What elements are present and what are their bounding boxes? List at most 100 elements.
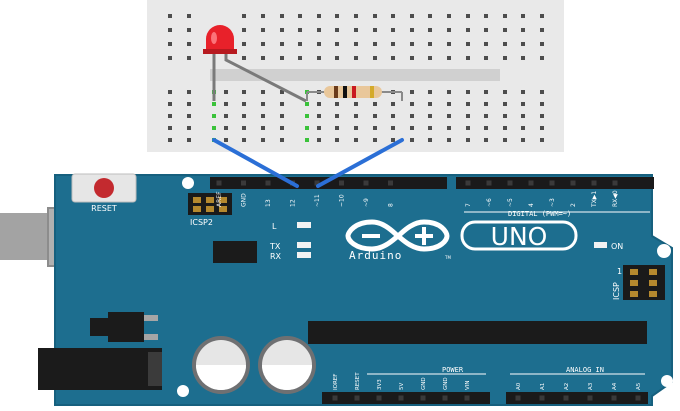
capacitor [258, 336, 316, 394]
breadboard-hole [187, 138, 191, 142]
breadboard-hole [373, 114, 377, 118]
bottom-header-pins [332, 395, 641, 401]
power-jack [38, 348, 162, 390]
breadboard-hole [503, 114, 507, 118]
breadboard-hole [168, 28, 172, 32]
connected-hole [305, 138, 309, 142]
icsp2-header [188, 193, 232, 215]
breadboard-hole [335, 14, 339, 18]
breadboard-hole [484, 90, 488, 94]
breadboard-hole [168, 42, 172, 46]
breadboard-hole [242, 102, 246, 106]
breadboard-hole [447, 28, 451, 32]
mount-hole [661, 375, 673, 387]
breadboard-hole [224, 102, 228, 106]
breadboard-hole [503, 14, 507, 18]
breadboard-hole [484, 42, 488, 46]
breadboard-hole [317, 126, 321, 130]
breadboard-hole [354, 138, 358, 142]
breadboard-hole [261, 14, 265, 18]
digital-pin-label: ~9 [363, 198, 370, 207]
connected-hole [305, 126, 309, 130]
digital-pin-label: 12 [290, 199, 297, 207]
breadboard-hole [280, 90, 284, 94]
breadboard-hole [354, 42, 358, 46]
power-pin-label: 3V3 [377, 379, 383, 390]
breadboard-hole [242, 126, 246, 130]
digital-pin-label: 2 [570, 203, 577, 207]
power-pin [354, 395, 360, 401]
breadboard-hole [373, 42, 377, 46]
breadboard-hole [168, 126, 172, 130]
on-label: ON [611, 242, 623, 251]
header-pin [193, 206, 201, 212]
arduino-brand-text: Arduino [349, 249, 402, 262]
voltage-regulator [90, 312, 158, 342]
led-l [297, 222, 311, 228]
breadboard-hole [187, 28, 191, 32]
analog-pin-label: A0 [516, 382, 522, 390]
breadboard-hole [224, 138, 228, 142]
arduino-logo: UNO Arduino TM [345, 219, 578, 262]
analog-pin-label: A5 [636, 382, 642, 390]
breadboard-hole [373, 28, 377, 32]
digital-pin [570, 180, 576, 186]
breadboard-hole [354, 102, 358, 106]
digital-pin-label: 7 [465, 203, 472, 207]
breadboard-hole [242, 138, 246, 142]
breadboard-hole [261, 114, 265, 118]
breadboard-hole [410, 126, 414, 130]
breadboard-hole [447, 126, 451, 130]
breadboard-hole [261, 126, 265, 130]
breadboard-hole [466, 42, 470, 46]
digital-pin-label: ~3 [549, 198, 556, 207]
breadboard-hole [540, 126, 544, 130]
digital-pin [216, 180, 222, 186]
breadboard-hole [317, 42, 321, 46]
breadboard-hole [335, 102, 339, 106]
breadboard-hole [410, 14, 414, 18]
breadboard-hole [540, 56, 544, 60]
breadboard-hole [168, 102, 172, 106]
header-pin [219, 206, 227, 212]
breadboard-hole [280, 42, 284, 46]
icsp-label: ICSP [612, 282, 621, 300]
plus-icon-vertical [422, 227, 426, 245]
breadboard-hole [187, 102, 191, 106]
breadboard-hole [317, 14, 321, 18]
breadboard-hole [521, 102, 525, 106]
breadboard-hole [298, 14, 302, 18]
digital-header-left [210, 177, 447, 189]
analog-pin-label: A1 [540, 383, 546, 390]
digital-pin-label: 4 [528, 203, 535, 207]
breadboard-hole [410, 114, 414, 118]
breadboard-holes [168, 14, 544, 142]
breadboard-hole [466, 90, 470, 94]
breadboard-hole [298, 28, 302, 32]
power-header [322, 392, 490, 404]
breadboard-hole [391, 126, 395, 130]
analog-pin [539, 395, 545, 401]
breadboard-hole [466, 126, 470, 130]
mount-hole [657, 244, 671, 258]
breadboard-hole [187, 90, 191, 94]
led-tx-label: TX [269, 242, 281, 251]
breadboard-hole [466, 138, 470, 142]
capacitor-shine [196, 365, 246, 390]
breadboard-hole [428, 90, 432, 94]
breadboard-hole [354, 14, 358, 18]
mount-hole [177, 385, 189, 397]
resistor-band [334, 86, 338, 98]
breadboard-hole [261, 42, 265, 46]
breadboard-hole [373, 56, 377, 60]
regulator-lead [144, 315, 158, 321]
led-l-label: L [272, 222, 277, 231]
uno-badge [460, 220, 578, 251]
breadboard-hole [521, 90, 525, 94]
digital-pin [314, 180, 320, 186]
breadboard-hole [503, 28, 507, 32]
breadboard-hole [261, 102, 265, 106]
connected-hole [305, 114, 309, 118]
connected-hole [212, 102, 216, 106]
reset-button-cap[interactable] [94, 178, 114, 198]
